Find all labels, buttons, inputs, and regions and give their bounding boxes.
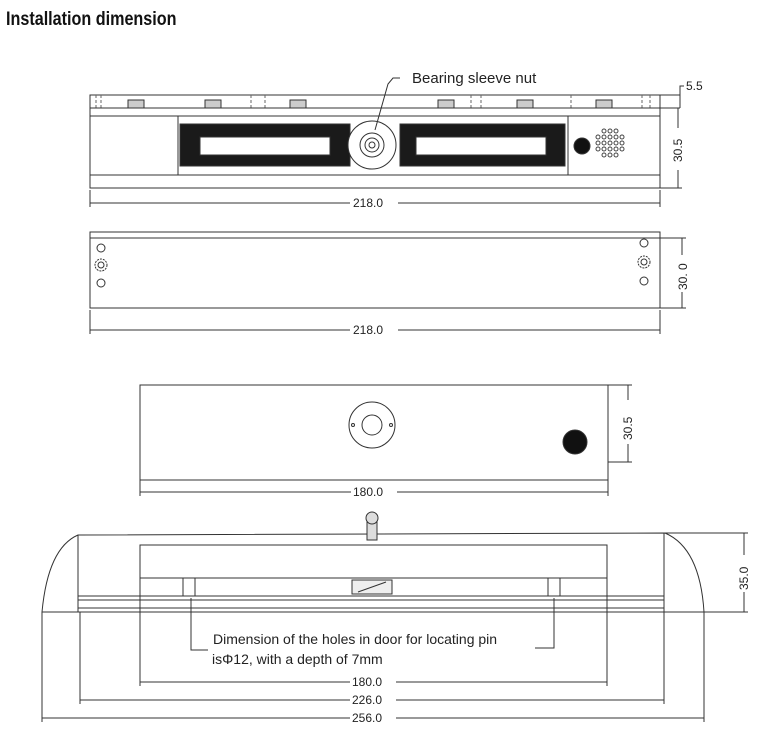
page-title: Installation dimension — [6, 9, 177, 30]
top-view: Bearing sleeve nut 5.5 30.5 218.0 — [89, 70, 703, 210]
dim-armature-width: 180.0 — [353, 485, 383, 499]
screw-holes — [95, 95, 651, 108]
bearing-sleeve-nut — [347, 120, 397, 170]
armature-magnet-dot — [562, 429, 588, 455]
callout-bearing-sleeve-nut: Bearing sleeve nut — [412, 70, 537, 87]
plate-view: 30. 0 218.0 — [89, 231, 690, 337]
locating-pin-note-line2: isΦ12, with a depth of 7mm — [212, 651, 383, 667]
dim-plate-width: 218.0 — [353, 323, 383, 337]
dim-side-height: 35.0 — [737, 566, 751, 590]
dim-body-height: 30.5 — [671, 138, 685, 162]
top-strip — [89, 94, 661, 109]
dim-body-width: 218.0 — [353, 196, 383, 210]
side-view: 35.0 Dimension of the holes in door for … — [41, 511, 751, 725]
dim-armature-height: 30.5 — [621, 416, 635, 440]
screws — [127, 99, 613, 109]
armature-view: 30.5 180.0 — [139, 384, 635, 499]
dim-side-outer: 256.0 — [352, 711, 382, 725]
callout-leader — [374, 77, 400, 131]
locating-pin-note-line1: Dimension of the holes in door for locat… — [213, 631, 497, 647]
dim-top-strip: 5.5 — [686, 79, 703, 93]
lock-body — [89, 107, 661, 189]
buzzer-holes — [595, 128, 625, 158]
dim-side-middle: 226.0 — [352, 693, 382, 707]
dim-plate-height: 30. 0 — [676, 263, 690, 290]
dim-side-inner: 180.0 — [352, 675, 382, 689]
led-indicator — [573, 137, 591, 155]
